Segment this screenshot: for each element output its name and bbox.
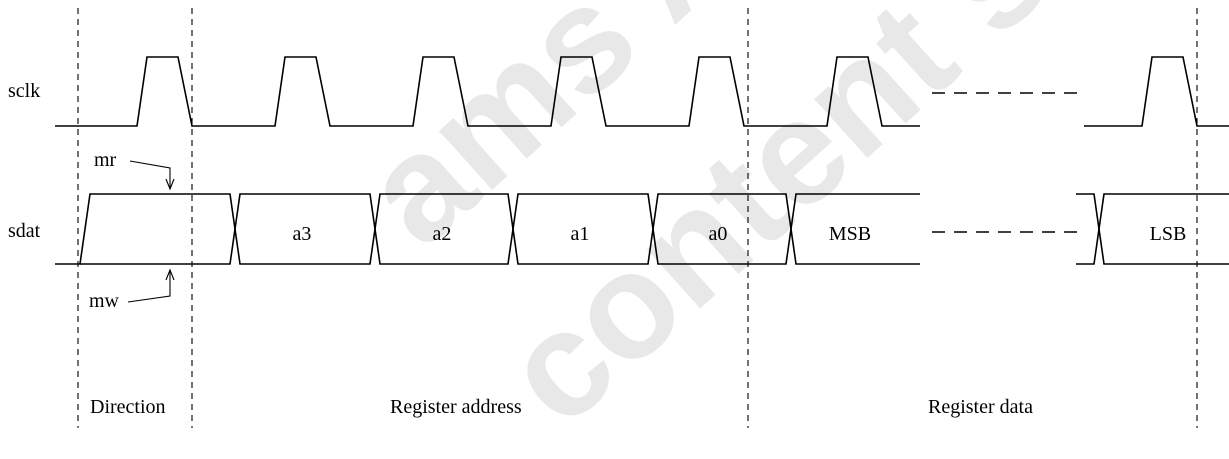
sdat-wave-end-bottom	[1076, 193, 1229, 265]
mr-pointer	[129, 160, 171, 188]
mw-arrowhead	[165, 268, 175, 281]
bit-msb: MSB	[829, 223, 871, 245]
phase-address-label: Register address	[390, 396, 522, 418]
mr-label: mr	[94, 149, 117, 171]
sdat-wave-bottom	[80, 193, 920, 265]
sclk-wave	[55, 56, 920, 127]
mw-label: mw	[89, 290, 120, 312]
timing-diagram: sclk sdat a3 a2 a1 a0 MSB LSB mr mw Dire…	[8, 8, 1229, 428]
sclk-wave-end	[1084, 56, 1229, 127]
phase-direction-label: Direction	[90, 396, 166, 418]
sclk-label: sclk	[8, 80, 40, 102]
mw-pointer	[127, 270, 171, 303]
mr-arrowhead	[165, 178, 175, 191]
bit-a0: a0	[709, 223, 728, 245]
bit-a2: a2	[433, 223, 452, 245]
bit-a3: a3	[293, 223, 312, 245]
phase-data-label: Register data	[928, 396, 1033, 418]
sdat-wave-top	[55, 193, 920, 265]
sdat-label: sdat	[8, 220, 41, 242]
bit-lsb: LSB	[1150, 223, 1187, 245]
bit-a1: a1	[571, 223, 590, 245]
